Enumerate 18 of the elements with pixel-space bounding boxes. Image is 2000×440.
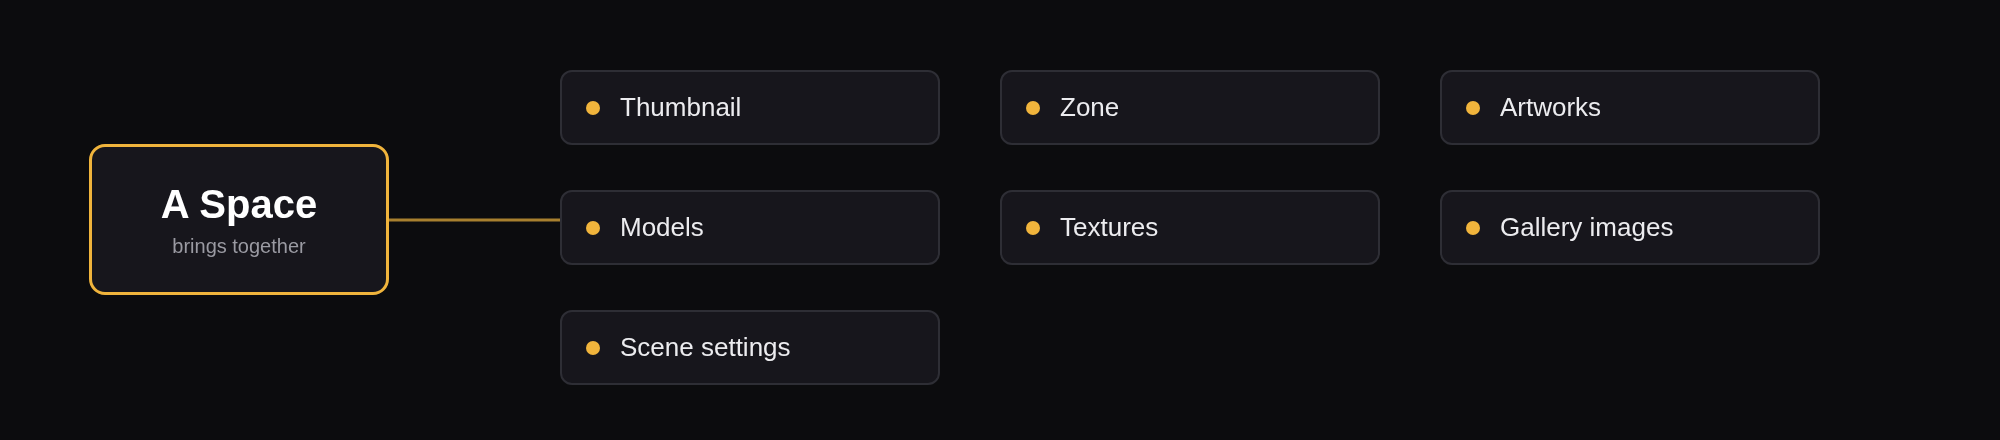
item-label: Scene settings [620,331,791,364]
connector-line [389,218,560,222]
hub-subtitle: brings together [172,235,306,256]
item-card [1000,190,1380,265]
hub-box [89,144,389,295]
item-card [560,70,940,145]
item-card [1000,70,1380,145]
item-card [560,190,940,265]
item-label: Gallery images [1500,211,1674,244]
item-label: Artworks [1500,91,1602,124]
item-label: Thumbnail [620,91,742,124]
hub-title: A Space [160,183,318,224]
item-card [1440,70,1820,145]
item-label: Models [620,211,704,244]
item-label: Textures [1060,211,1159,244]
item-card [560,310,940,385]
item-card [1440,190,1820,265]
item-label: Zone [1060,91,1120,124]
